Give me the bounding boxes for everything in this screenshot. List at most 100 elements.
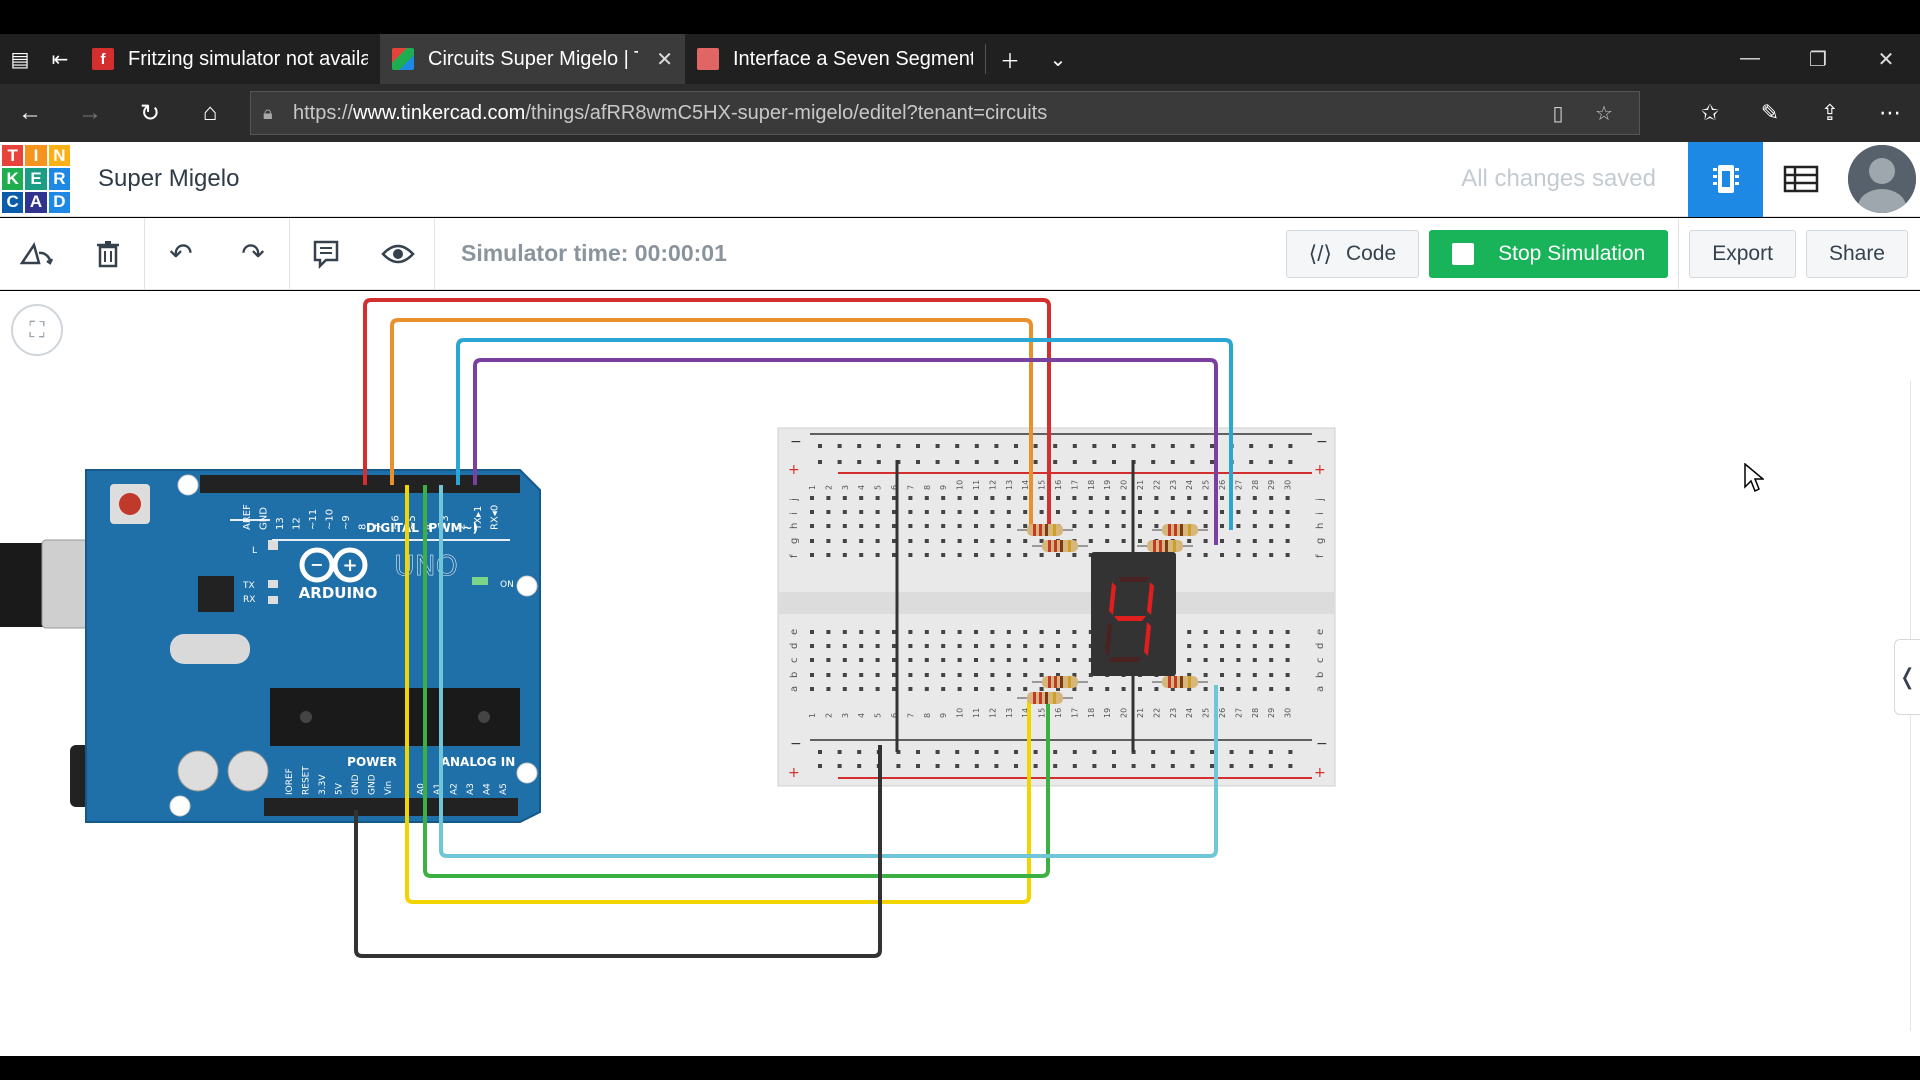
breadboard-hole[interactable] <box>1285 658 1290 662</box>
rotate-tool-icon[interactable] <box>0 218 72 290</box>
rail-hole[interactable] <box>1249 460 1254 464</box>
breadboard-hole[interactable] <box>974 630 978 634</box>
breadboard-hole[interactable] <box>1056 553 1060 557</box>
breadboard-hole[interactable] <box>1285 630 1290 634</box>
breadboard-hole[interactable] <box>810 539 814 543</box>
breadboard-hole[interactable] <box>842 510 847 514</box>
breadboard-hole[interactable] <box>1220 644 1224 648</box>
resistor[interactable] <box>1152 524 1208 536</box>
rail-hole[interactable] <box>1072 460 1077 464</box>
rail-hole[interactable] <box>955 460 960 464</box>
breadboard-hole[interactable] <box>957 524 962 528</box>
rail-hole[interactable] <box>837 764 842 768</box>
rail-hole[interactable] <box>1210 750 1214 754</box>
breadboard-hole[interactable] <box>1220 687 1224 691</box>
new-tab-icon[interactable]: ＋ <box>1000 50 1020 73</box>
breadboard-hole[interactable] <box>875 687 880 691</box>
rail-hole[interactable] <box>1151 460 1156 464</box>
breadboard-hole[interactable] <box>826 658 831 662</box>
breadboard-hole[interactable] <box>892 687 896 691</box>
breadboard-hole[interactable] <box>1023 539 1028 543</box>
breadboard-hole[interactable] <box>924 687 929 691</box>
breadboard-hole[interactable] <box>875 539 880 543</box>
breadboard-hole[interactable] <box>990 524 995 528</box>
breadboard-hole[interactable] <box>1187 644 1192 648</box>
breadboard-hole[interactable] <box>957 630 962 634</box>
breadboard-hole[interactable] <box>957 673 962 677</box>
breadboard-hole[interactable] <box>1252 687 1257 691</box>
rail-hole[interactable] <box>1151 750 1156 754</box>
breadboard-hole[interactable] <box>1088 510 1093 514</box>
breadboard-hole[interactable] <box>1252 524 1257 528</box>
breadboard-hole[interactable] <box>859 539 864 543</box>
rail-hole[interactable] <box>1112 764 1116 768</box>
breadboard-hole[interactable] <box>1269 658 1274 662</box>
breadboard-hole[interactable] <box>941 658 946 662</box>
breadboard-hole[interactable] <box>924 644 929 648</box>
breadboard-hole[interactable] <box>941 510 946 514</box>
breadboard-hole[interactable] <box>1203 553 1208 557</box>
rail-hole[interactable] <box>994 750 999 754</box>
rail-hole[interactable] <box>1288 460 1293 464</box>
breadboard-hole[interactable] <box>1285 644 1290 648</box>
circuit-canvas[interactable]: ⛶ ❬ ARDUINO <box>0 291 1920 1056</box>
rail-hole[interactable] <box>1229 764 1234 768</box>
rail-hole[interactable] <box>1092 764 1097 768</box>
breadboard-hole[interactable] <box>1252 510 1257 514</box>
rail-hole[interactable] <box>916 750 920 754</box>
breadboard-hole[interactable] <box>826 510 831 514</box>
breadboard-hole[interactable] <box>1105 496 1110 500</box>
breadboard-hole[interactable] <box>875 553 880 557</box>
rail-hole[interactable] <box>1053 764 1058 768</box>
breadboard-hole[interactable] <box>1187 539 1192 543</box>
wire-yellow[interactable] <box>405 485 1031 904</box>
breadboard-hole[interactable] <box>1138 539 1142 543</box>
breadboard-hole[interactable] <box>1138 510 1142 514</box>
breadboard-hole[interactable] <box>1023 658 1028 662</box>
rail-hole[interactable] <box>1210 460 1214 464</box>
resistor[interactable] <box>1017 524 1073 536</box>
breadboard-hole[interactable] <box>1105 687 1110 691</box>
breadboard-hole[interactable] <box>1006 510 1011 514</box>
breadboard-hole[interactable] <box>842 539 847 543</box>
breadboard-hole[interactable] <box>810 496 814 500</box>
breadboard-hole[interactable] <box>1170 687 1175 691</box>
breadboard-hole[interactable] <box>1187 553 1192 557</box>
breadboard-hole[interactable] <box>1121 496 1126 500</box>
breadboard-hole[interactable] <box>990 644 995 648</box>
forward-icon[interactable]: → <box>78 99 102 126</box>
breadboard-hole[interactable] <box>908 644 913 648</box>
rail-hole[interactable] <box>935 764 940 768</box>
breadboard-hole[interactable] <box>1285 510 1290 514</box>
rail-hole[interactable] <box>1249 764 1254 768</box>
rail-hole[interactable] <box>1229 750 1234 754</box>
rail-hole[interactable] <box>1092 444 1097 448</box>
breadboard-hole[interactable] <box>1203 510 1208 514</box>
rail-hole[interactable] <box>1190 764 1195 768</box>
rail-hole[interactable] <box>1249 444 1254 448</box>
breadboard-hole[interactable] <box>892 630 896 634</box>
breadboard-hole[interactable] <box>1138 687 1142 691</box>
wire-red[interactable] <box>363 298 1051 528</box>
breadboard-hole[interactable] <box>859 673 864 677</box>
breadboard-hole[interactable] <box>974 539 978 543</box>
breadboard-hole[interactable] <box>1023 687 1028 691</box>
close-window-icon[interactable]: ✕ <box>1877 48 1895 71</box>
breadboard-hole[interactable] <box>990 539 995 543</box>
rail-hole[interactable] <box>857 460 862 464</box>
rail-hole[interactable] <box>1053 750 1058 754</box>
breadboard-hole[interactable] <box>1269 553 1274 557</box>
rail-hole[interactable] <box>1210 444 1214 448</box>
address-bar[interactable]: 🔒︎ https://www.tinkercad.com/things/afRR… <box>250 91 1640 135</box>
breadboard-hole[interactable] <box>1072 524 1077 528</box>
share-icon[interactable]: ⇪ <box>1820 100 1840 125</box>
breadboard-hole[interactable] <box>1203 496 1208 500</box>
rail-hole[interactable] <box>1190 460 1195 464</box>
rail-hole[interactable] <box>896 444 901 448</box>
breadboard-hole[interactable] <box>1285 553 1290 557</box>
breadboard-hole[interactable] <box>1170 510 1175 514</box>
breadboard-hole[interactable] <box>908 673 913 677</box>
breadboard-hole[interactable] <box>1187 496 1192 500</box>
rail-hole[interactable] <box>1033 750 1038 754</box>
breadboard-hole[interactable] <box>859 630 864 634</box>
